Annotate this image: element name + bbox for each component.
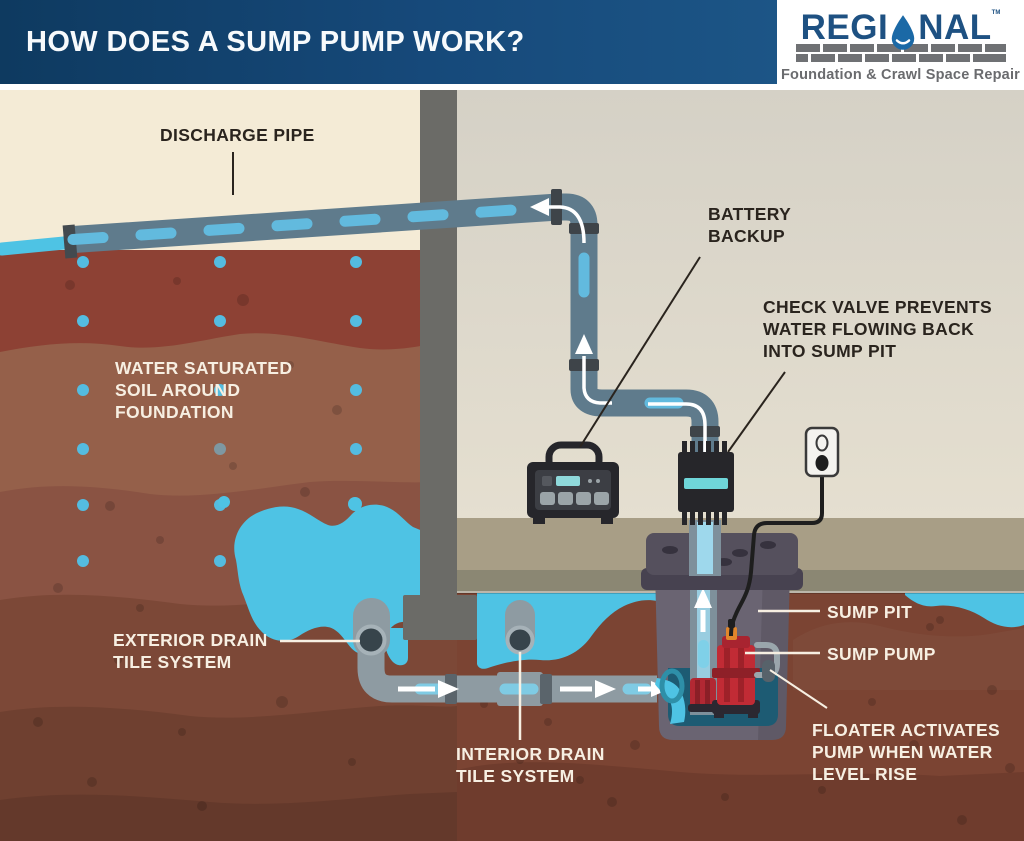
label-battery-backup: BATTERY BACKUP xyxy=(708,204,792,247)
interior-drain-opening xyxy=(505,625,535,655)
label-water-saturated-soil: WATER SATURATED SOIL AROUND FOUNDATION xyxy=(115,358,293,423)
leader-battery-backup xyxy=(579,256,701,448)
label-interior-drain: INTERIOR DRAIN TILE SYSTEM xyxy=(456,744,605,787)
header-divider xyxy=(0,84,1024,90)
foundation-footing xyxy=(403,595,477,640)
drain-tile-system xyxy=(353,598,657,706)
battery-buttons xyxy=(540,492,609,505)
label-sump-pit: SUMP PIT xyxy=(827,602,913,622)
sump-pit xyxy=(638,520,803,740)
discharge-water-jet xyxy=(0,236,71,256)
soil-specks xyxy=(33,277,356,811)
label-exterior-drain: EXTERIOR DRAIN TILE SYSTEM xyxy=(113,630,268,673)
trademark-mark: TM xyxy=(991,9,1001,16)
check-valve xyxy=(678,441,734,525)
water-drop-icon xyxy=(892,14,915,50)
foundation-wall xyxy=(403,90,477,640)
subfloor-water-right xyxy=(905,593,1024,628)
page-title: HOW DOES A SUMP PUMP WORK? xyxy=(26,25,525,58)
brand-text-pre: REGI xyxy=(800,8,889,47)
company-logo: REGI NAL TM Foundation & Crawl Space Rep… xyxy=(777,0,1024,84)
battery-screen xyxy=(556,476,580,486)
drain-flow-arrows xyxy=(398,680,616,698)
flow-indicators xyxy=(530,198,707,452)
header-bar: HOW DOES A SUMP PUMP WORK? REGI NAL TM F… xyxy=(0,0,1024,84)
pit-lid xyxy=(641,533,803,590)
brand-wordmark: REGI NAL TM xyxy=(800,8,1001,50)
float-switch-cylinder xyxy=(690,678,716,708)
brand-text-post: NAL xyxy=(918,8,992,47)
sump-pump-device xyxy=(688,619,760,718)
label-check-valve: CHECK VALVE PREVENTS WATER FLOWING BACK … xyxy=(763,297,993,362)
leader-floater xyxy=(769,669,828,709)
pit-up-arrow xyxy=(694,588,712,608)
brick-row xyxy=(795,53,1006,62)
leader-lines xyxy=(232,152,828,740)
exterior-drain-opening xyxy=(355,624,387,656)
label-discharge-pipe: DISCHARGE PIPE xyxy=(160,125,315,145)
logo-tagline: Foundation & Crawl Space Repair xyxy=(780,66,1021,83)
pit-inlet-ring xyxy=(659,668,685,704)
sump-pump-diagram xyxy=(0,90,1024,841)
label-floater: FLOATER ACTIVATES PUMP WHEN WATER LEVEL … xyxy=(812,720,1001,785)
plug xyxy=(815,455,829,471)
battery-backup-device xyxy=(527,441,619,524)
power-outlet xyxy=(729,426,840,637)
label-sump-pump: SUMP PUMP xyxy=(827,644,936,664)
title-banner: HOW DOES A SUMP PUMP WORK? xyxy=(0,0,777,84)
discharge-piping xyxy=(0,189,720,452)
floater-body xyxy=(762,660,775,682)
leader-check-valve xyxy=(727,371,786,453)
power-cable xyxy=(729,469,824,637)
water-saturated-soil xyxy=(0,250,457,841)
